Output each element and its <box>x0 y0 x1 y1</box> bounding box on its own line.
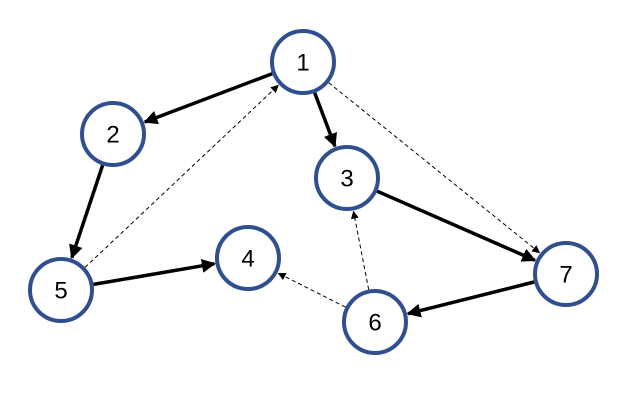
edge-7-to-6-solid <box>406 280 535 318</box>
nodes-layer: 1 2 3 4 5 6 7 <box>28 29 599 355</box>
edge-1-to-2-solid <box>143 72 273 125</box>
node-label-7: 7 <box>559 262 572 289</box>
node-circle-2 <box>80 101 146 167</box>
node-circle-5 <box>28 257 94 323</box>
edge-1-to-7-dashed <box>328 82 541 254</box>
node-circle-1 <box>270 29 336 95</box>
node-3: 3 <box>314 145 380 211</box>
edge-5-to-1-dashed <box>84 84 279 268</box>
node-label-2: 2 <box>106 122 119 149</box>
node-label-1: 1 <box>296 50 309 77</box>
node-label-5: 5 <box>54 278 67 305</box>
edge-5-to-4-solid <box>93 258 216 287</box>
node-label-3: 3 <box>340 166 353 193</box>
edge-1-to-3-solid <box>313 92 337 148</box>
edge-6-to-4-dashed <box>277 272 346 308</box>
node-1: 1 <box>270 29 336 95</box>
node-circle-6 <box>342 289 408 355</box>
node-label-6: 6 <box>368 310 381 337</box>
edge-6-to-3-dashed <box>350 210 370 290</box>
node-4: 4 <box>215 225 281 291</box>
node-5: 5 <box>28 257 94 323</box>
edge-3-to-7-solid <box>376 189 537 262</box>
edge-2-to-5-solid <box>69 164 105 260</box>
node-circle-3 <box>314 145 380 211</box>
node-7: 7 <box>533 241 599 307</box>
node-6: 6 <box>342 289 408 355</box>
node-circle-7 <box>533 241 599 307</box>
node-circle-4 <box>215 225 281 291</box>
edges-layer <box>69 72 541 318</box>
node-2: 2 <box>80 101 146 167</box>
node-label-4: 4 <box>241 246 254 273</box>
